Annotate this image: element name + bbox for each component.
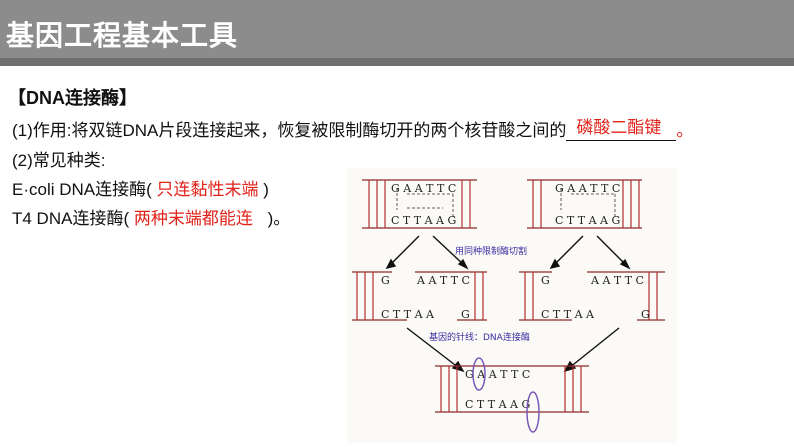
t4-close-paren: )。 — [267, 209, 291, 228]
header-accent-band — [0, 58, 794, 66]
svg-text:A A T T C: A A T T C — [416, 274, 470, 287]
dna-top-right: G A A T T C C T T A A G — [527, 179, 642, 229]
fragments-right: G C T T A A A A T T C G — [519, 271, 665, 321]
svg-text:C T T A A: C T T A A — [381, 308, 435, 321]
types-line: (2)常见种类: — [12, 151, 106, 170]
svg-text:G: G — [541, 274, 550, 287]
rec-bottom-seq: C T T A A G — [465, 398, 530, 411]
function-line: (1)作用:将双链DNA片段连接起来，恢复被限制酶切开的两个核苷酸之间的磷酸二酯… — [12, 116, 693, 141]
svg-text:A A T T C: A A T T C — [590, 274, 644, 287]
cut-arrows — [385, 235, 631, 270]
ecoli-ligase-line: E·coli DNA连接酶( 只连黏性末端 ) — [12, 175, 269, 200]
tl-bottom-seq: C T T A A G — [391, 214, 456, 227]
header-bar: 基因工程基本工具 — [0, 0, 794, 66]
tl-top-seq: G A A T T C — [391, 182, 456, 195]
answer-phosphodiester: 磷酸二酯键 — [576, 118, 662, 137]
ligase-mark-top — [472, 357, 486, 391]
svg-text:G: G — [641, 308, 650, 321]
fragments-left: G C T T A A A A T T C G — [352, 271, 487, 321]
diagram-bg — [347, 168, 677, 443]
page-title: 基因工程基本工具 — [6, 20, 239, 51]
t4-ligase-line: T4 DNA连接酶( 两种末端都能连 )。 — [12, 204, 290, 229]
answer-both-ends: 两种末端都能连 — [133, 209, 253, 228]
t4-ligase-label: T4 DNA连接酶( — [12, 209, 130, 228]
answer-sticky-ends: 只连黏性末端 — [156, 180, 259, 199]
caption-cut: 用同种限制酶切割 — [455, 245, 527, 257]
section-title: 【DNA连接酶】 — [8, 88, 137, 108]
answer-period: 。 — [676, 121, 694, 140]
dna-top-left: G A A T T C C T T A A G — [362, 179, 477, 229]
answer-blank: 磷酸二酯键 — [566, 118, 677, 141]
svg-text:G: G — [381, 274, 390, 287]
ecoli-ligase-label: E·coli DNA连接酶( — [12, 180, 152, 199]
svg-text:G: G — [461, 308, 470, 321]
tr-bottom-seq: C T T A A G — [555, 214, 620, 227]
ecoli-close-paren: ) — [263, 180, 269, 199]
function-text: (1)作用:将双链DNA片段连接起来，恢复被限制酶切开的两个核苷酸之间的 — [12, 121, 567, 140]
diagram-svg: G A A T T C C T T A A G G A A T T C C T … — [347, 168, 677, 443]
svg-text:C T T A A: C T T A A — [541, 308, 595, 321]
tr-top-seq: G A A T T C — [555, 182, 620, 195]
dna-ligase-diagram: G A A T T C C T T A A G G A A T T C C T … — [347, 168, 677, 443]
ligase-mark-bottom — [526, 391, 540, 433]
dna-recombinant: G A A T T C C T T A A G — [435, 357, 589, 433]
rec-top-seq: G A A T T C — [465, 368, 530, 381]
caption-ligase: 基因的针线：DNA连接酶 — [429, 331, 530, 343]
